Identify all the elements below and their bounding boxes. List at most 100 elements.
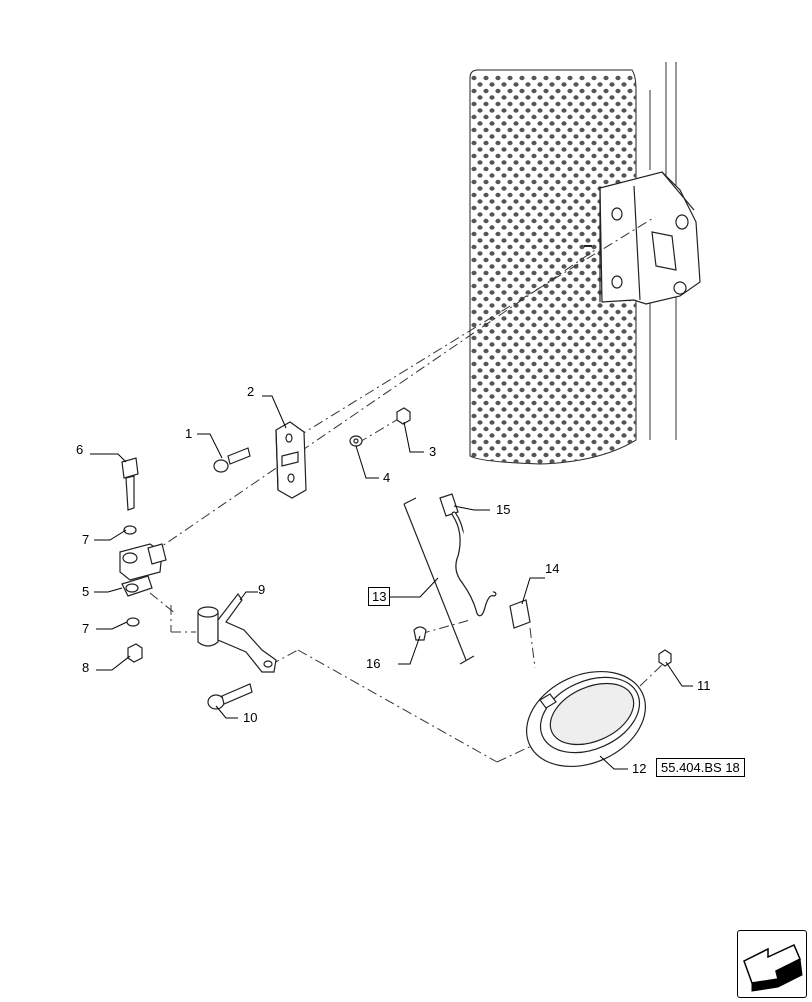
perforation-hole bbox=[657, 303, 662, 307]
perforation-hole bbox=[639, 401, 644, 405]
perforation-hole bbox=[495, 348, 501, 354]
reference-box[interactable]: 55.404.BS 18 bbox=[656, 758, 745, 777]
perforation-hole bbox=[639, 154, 644, 158]
part-1-bolt bbox=[213, 447, 251, 473]
perforation-hole bbox=[483, 257, 489, 263]
perforation-hole bbox=[531, 140, 537, 146]
perforation-hole bbox=[651, 427, 656, 431]
perforation-hole bbox=[477, 108, 483, 113]
perforation-hole bbox=[657, 82, 662, 86]
perforation-hole bbox=[543, 374, 549, 380]
perforation-hole bbox=[483, 244, 489, 250]
perforation-hole bbox=[525, 147, 531, 152]
perforation-hole bbox=[633, 433, 636, 438]
perforation-hole bbox=[525, 121, 531, 126]
perforation-hole bbox=[567, 452, 573, 458]
perforation-hole bbox=[555, 270, 561, 276]
perforation-hole bbox=[507, 179, 513, 185]
perforation-hole bbox=[621, 407, 627, 412]
perforation-hole bbox=[561, 355, 567, 360]
perforation-hole bbox=[603, 101, 609, 107]
perforation-hole bbox=[543, 400, 549, 406]
perforation-hole bbox=[567, 270, 573, 276]
perforation-hole bbox=[513, 277, 519, 282]
perforation-hole bbox=[639, 336, 644, 340]
perforation-hole bbox=[651, 388, 656, 392]
perforation-hole bbox=[489, 381, 495, 386]
perforation-hole bbox=[549, 238, 555, 243]
perforation-hole bbox=[495, 114, 501, 120]
perforation-hole bbox=[483, 374, 489, 380]
perforation-hole bbox=[543, 257, 549, 263]
perforation-hole bbox=[495, 283, 501, 289]
perforation-hole bbox=[507, 413, 513, 419]
perforation-hole bbox=[519, 257, 525, 263]
perforation-hole bbox=[555, 361, 561, 367]
perforation-hole bbox=[579, 413, 585, 419]
perforation-hole bbox=[519, 140, 525, 146]
perforation-hole bbox=[579, 309, 585, 315]
perforation-hole bbox=[549, 316, 555, 321]
perforation-hole bbox=[627, 309, 633, 315]
perforation-hole bbox=[525, 82, 531, 87]
perforation-hole bbox=[513, 459, 519, 464]
perforation-hole bbox=[489, 173, 495, 178]
perforation-hole bbox=[495, 374, 501, 380]
part-7-washer-upper bbox=[123, 525, 137, 535]
perforation-hole bbox=[567, 205, 573, 211]
perforation-hole bbox=[573, 186, 579, 191]
perforation-hole bbox=[561, 303, 567, 308]
perforation-hole bbox=[627, 335, 633, 341]
perforation-hole bbox=[651, 128, 656, 132]
perforation-hole bbox=[543, 231, 549, 237]
perforation-hole bbox=[483, 88, 489, 94]
perforation-hole bbox=[495, 309, 501, 315]
perforation-hole bbox=[579, 166, 585, 172]
perforation-hole bbox=[579, 218, 585, 224]
arrow-navigation-icon[interactable] bbox=[737, 930, 807, 998]
perforation-hole bbox=[657, 394, 662, 398]
perforation-hole bbox=[507, 166, 513, 172]
perforation-hole bbox=[603, 374, 609, 380]
perforation-hole bbox=[561, 121, 567, 126]
perforation-hole bbox=[549, 446, 555, 451]
perforation-hole bbox=[561, 160, 567, 165]
perforation-hole bbox=[555, 426, 561, 432]
perforation-hole bbox=[597, 459, 603, 464]
perforation-hole bbox=[471, 348, 477, 354]
perforation-hole bbox=[609, 381, 615, 386]
perforation-hole bbox=[555, 114, 561, 120]
perforation-hole bbox=[519, 413, 525, 419]
perforation-hole bbox=[495, 270, 501, 276]
perforation-hole bbox=[513, 303, 519, 308]
perforation-hole bbox=[579, 452, 585, 458]
perforation-hole bbox=[591, 127, 597, 133]
perforation-hole bbox=[555, 140, 561, 146]
perforation-hole bbox=[627, 400, 633, 406]
perforation-hole bbox=[471, 387, 477, 393]
perforation-hole bbox=[495, 218, 501, 224]
perforation-hole bbox=[519, 231, 525, 237]
perforation-hole bbox=[519, 114, 525, 120]
perforation-hole bbox=[489, 160, 495, 165]
perforation-hole bbox=[531, 309, 537, 315]
perforation-hole bbox=[525, 186, 531, 191]
perforation-hole bbox=[513, 355, 519, 360]
perforation-hole bbox=[549, 303, 555, 308]
perforation-hole bbox=[621, 95, 627, 100]
perforation-hole bbox=[579, 439, 585, 445]
perforation-hole bbox=[561, 199, 567, 204]
callout-5: 5 bbox=[82, 584, 90, 599]
perforation-hole bbox=[525, 329, 531, 334]
perforation-hole bbox=[477, 342, 483, 347]
perforation-hole bbox=[609, 303, 615, 308]
perforation-hole bbox=[477, 446, 483, 451]
perforation-hole bbox=[531, 452, 537, 458]
perforation-hole bbox=[501, 290, 507, 295]
perforation-hole bbox=[501, 173, 507, 178]
perforation-hole bbox=[537, 420, 543, 425]
perforation-hole bbox=[609, 147, 615, 152]
perforation-hole bbox=[585, 225, 591, 230]
perforation-hole bbox=[483, 205, 489, 211]
perforation-hole bbox=[537, 394, 543, 399]
